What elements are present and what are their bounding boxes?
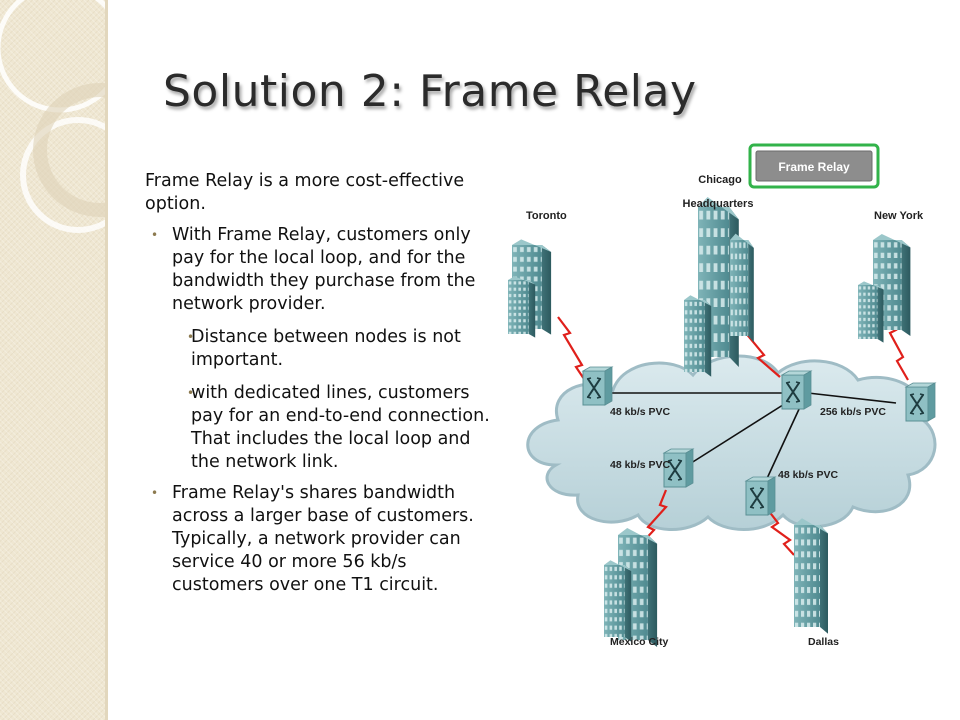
pvc-label-mexico: 48 kb/s PVC xyxy=(610,459,671,471)
building-icon-chicago-small xyxy=(684,295,712,377)
bullet-1-text: With Frame Relay, customers only pay for… xyxy=(172,225,476,314)
bullet-dot-icon: • xyxy=(187,386,195,400)
frame-relay-switch-icon-dallas xyxy=(745,476,776,516)
serial-link-toronto xyxy=(557,316,589,386)
sidebar-edge xyxy=(105,0,108,720)
building-icon-dallas xyxy=(794,518,828,634)
cloud-icon xyxy=(526,354,937,531)
serial-link-dallas xyxy=(767,509,795,556)
label-chicago: Chicago xyxy=(698,174,742,186)
building-icon-newyork-small xyxy=(858,281,884,343)
label-mexico-city: Mexico City xyxy=(610,636,669,648)
building-icon-chicago-side xyxy=(730,233,754,343)
network-diagram-svg: Frame Relay Chicago Headquarters Toronto… xyxy=(498,135,943,660)
badge-label: Frame Relay xyxy=(778,160,850,174)
bullet-1: • With Frame Relay, customers only pay f… xyxy=(145,224,490,316)
frame-relay-switch-icon-chicago xyxy=(781,370,812,410)
sidebar-circles-decoration xyxy=(0,0,105,233)
sub-bullet-2-text: with dedicated lines, customers pay for … xyxy=(191,383,490,472)
pvc-label-dallas: 48 kb/s PVC xyxy=(778,469,839,481)
building-icon-toronto-small xyxy=(508,276,536,338)
slide-body: Frame Relay is a more cost-effective opt… xyxy=(145,170,490,597)
frame-relay-badge: Frame Relay xyxy=(748,143,880,189)
label-new-york: New York xyxy=(874,210,924,222)
bullet-2-text: Frame Relay's shares bandwidth across a … xyxy=(172,483,474,595)
label-dallas: Dallas xyxy=(808,636,839,648)
serial-link-mexico xyxy=(639,489,668,546)
bullet-dot-icon: • xyxy=(151,486,159,500)
intro-text: Frame Relay is a more cost-effective opt… xyxy=(145,171,465,214)
sub-bullet-2: • with dedicated lines, customers pay fo… xyxy=(145,382,490,474)
pvc-line-chicago-mexico xyxy=(687,402,787,466)
sub-bullet-1-text: Distance between nodes is not important. xyxy=(191,327,461,370)
pvc-line-chicago-dallas xyxy=(763,406,801,486)
bullet-dot-icon: • xyxy=(187,330,195,344)
bullet-dot-icon: • xyxy=(151,228,159,242)
decorative-sidebar xyxy=(0,0,105,720)
sub-bullet-1: • Distance between nodes is not importan… xyxy=(145,326,490,372)
slide-title: Solution 2: Frame Relay xyxy=(163,66,697,117)
label-headquarters: Headquarters xyxy=(683,198,754,210)
pvc-line-chicago-newyork xyxy=(807,392,897,404)
frame-relay-switch-icon-newyork xyxy=(905,382,936,422)
label-toronto: Toronto xyxy=(526,210,567,222)
pvc-label-toronto: 48 kb/s PVC xyxy=(610,406,671,418)
frame-relay-diagram: Frame Relay Chicago Headquarters Toronto… xyxy=(498,135,943,660)
building-icon-mexico-small xyxy=(604,560,632,642)
frame-relay-switch-icon-toronto xyxy=(582,366,613,406)
pvc-label-newyork: 256 kb/s PVC xyxy=(820,406,886,418)
bullet-2: • Frame Relay's shares bandwidth across … xyxy=(145,482,490,597)
